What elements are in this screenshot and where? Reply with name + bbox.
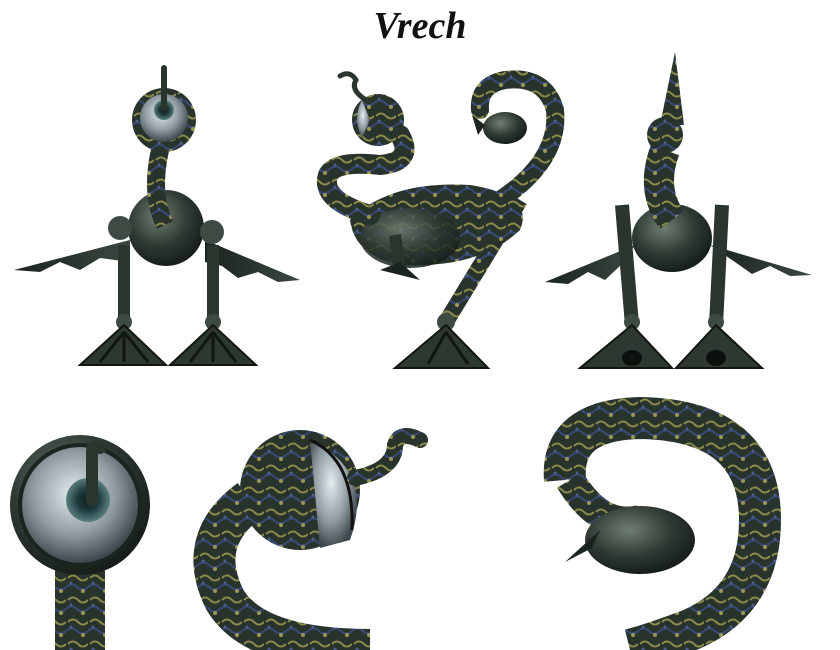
front-view	[14, 65, 300, 366]
side-view	[316, 70, 565, 369]
back-view	[545, 52, 812, 369]
head-closeup	[10, 435, 150, 650]
neck-closeup	[193, 428, 428, 650]
page-title: Vrech	[373, 5, 467, 47]
tail-closeup	[543, 396, 782, 650]
